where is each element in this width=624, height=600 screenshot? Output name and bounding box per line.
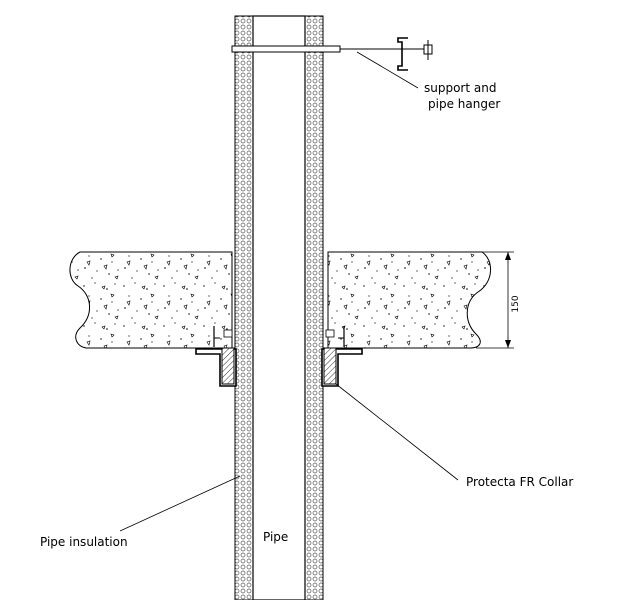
support-leader-line bbox=[356, 51, 419, 89]
support-channel bbox=[397, 37, 408, 71]
insulation-label: Pipe insulation bbox=[40, 535, 128, 549]
pipe-label: Pipe bbox=[263, 530, 288, 544]
hanger-clamp bbox=[231, 45, 341, 53]
collar-label: Protecta FR Collar bbox=[466, 475, 573, 489]
fire-collar-left bbox=[195, 326, 237, 387]
support-label-line2: pipe hanger bbox=[428, 97, 500, 111]
dimension-150: 150 bbox=[476, 251, 521, 349]
collar-leader-line bbox=[335, 383, 459, 481]
concrete-slab-right bbox=[327, 251, 491, 349]
pipe-insulation-right bbox=[304, 15, 324, 600]
support-label: support and bbox=[424, 81, 496, 95]
pipe-body bbox=[252, 15, 306, 600]
insulation-leader-line bbox=[119, 475, 241, 532]
concrete-slab-left bbox=[69, 251, 233, 349]
pipe-insulation-left bbox=[234, 15, 254, 600]
dimension-label: 150 bbox=[511, 295, 521, 312]
